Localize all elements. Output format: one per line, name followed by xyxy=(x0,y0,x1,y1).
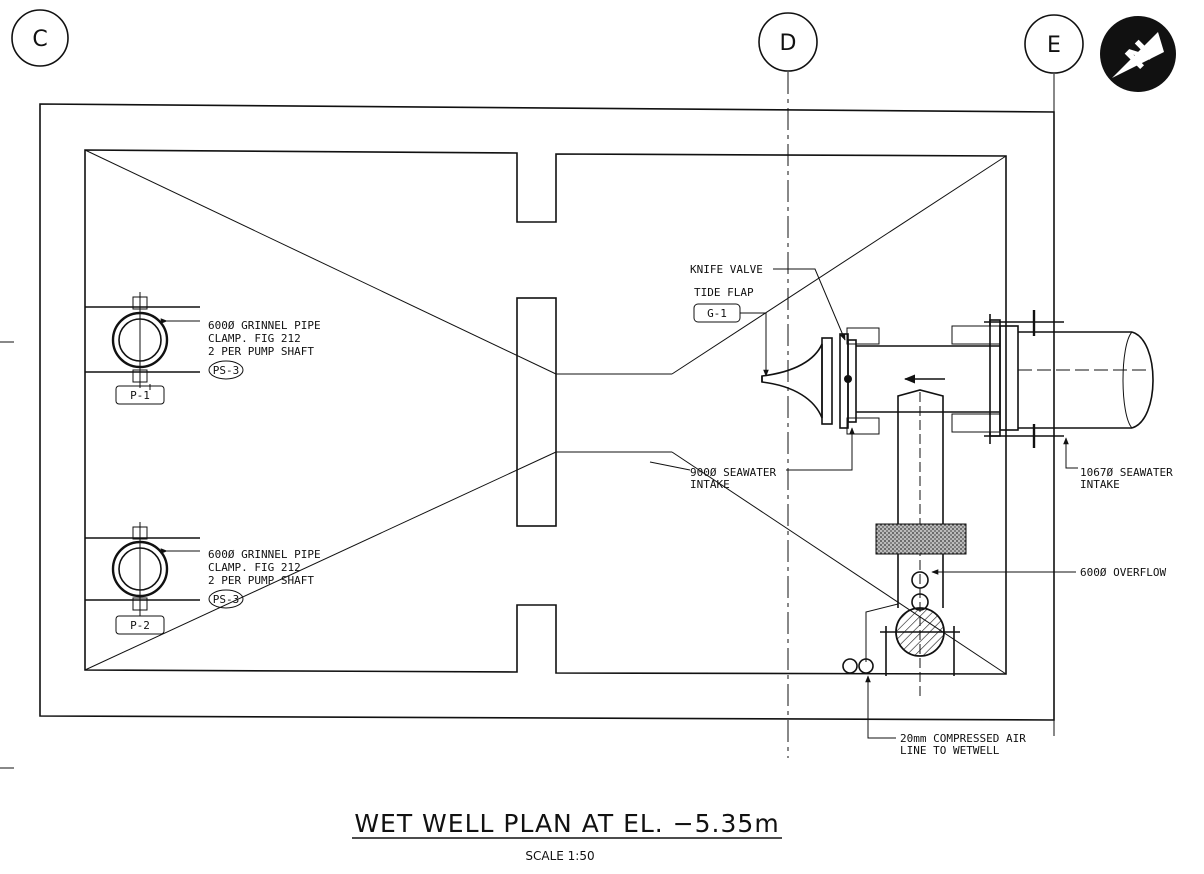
clamp1-tag-ellipse xyxy=(208,360,244,380)
pump-p1: P-1 xyxy=(85,292,200,405)
intake-pipe-1067 xyxy=(951,310,1154,448)
grid-label-d: D xyxy=(780,31,797,56)
overflow-label: 600Ø OVERFLOW xyxy=(1080,566,1166,579)
north-arrow-icon: N xyxy=(1100,16,1176,92)
pump-p2-tag-box xyxy=(115,615,165,635)
tide-flap-tag: G-1 xyxy=(707,307,727,320)
grid-label-c: C xyxy=(32,27,47,52)
clamp1-tag: PS-3 xyxy=(213,364,240,377)
overflow-assembly xyxy=(842,571,960,676)
grid-label-e: E xyxy=(1047,33,1061,58)
intake900-leader xyxy=(649,428,852,471)
baffle-wall xyxy=(516,297,557,527)
intake-pipe-900 xyxy=(761,327,1000,700)
pump-p1-tag-box xyxy=(115,385,165,405)
clamp2-tag: PS-3 xyxy=(213,593,240,606)
grid-line-d: D xyxy=(758,12,818,758)
clamp2-line2: CLAMP. FIG 212 xyxy=(208,561,301,574)
clamp2-line1: 600Ø GRINNEL PIPE xyxy=(208,548,321,561)
intake1067-leader xyxy=(1063,437,1078,469)
clamp1-line2: CLAMP. FIG 212 xyxy=(208,332,301,345)
intake900-line2: INTAKE xyxy=(690,478,730,491)
grid-line-c: C xyxy=(11,9,69,67)
intake900-line1: 900Ø SEAWATER xyxy=(690,466,776,479)
diagonal-slope-lines xyxy=(84,149,1007,675)
clamp1-line1: 600Ø GRINNEL PIPE xyxy=(208,319,321,332)
clamp1-line3: 2 PER PUMP SHAFT xyxy=(208,345,314,358)
knife-valve-label: KNIFE VALVE xyxy=(690,263,763,276)
air-line-label-2: LINE TO WETWELL xyxy=(900,744,1000,757)
air-line-label-1: 20mm COMPRESSED AIR xyxy=(900,732,1026,745)
clamp2-line3: 2 PER PUMP SHAFT xyxy=(208,574,314,587)
clamp2-tag-ellipse xyxy=(208,589,244,609)
intake1067-line1: 1067Ø SEAWATER xyxy=(1080,466,1173,479)
intake1067-line2: INTAKE xyxy=(1080,478,1120,491)
outer-wall xyxy=(39,103,1055,721)
drawing-scale: SCALE 1:50 xyxy=(525,849,594,863)
drawing-title: WET WELL PLAN AT EL. −5.35m xyxy=(354,809,779,838)
pump-p1-tag: P-1 xyxy=(130,389,150,402)
tide-flap-leader xyxy=(740,312,769,377)
pump-p2-tag: P-2 xyxy=(130,619,150,632)
knife-valve-leader xyxy=(773,268,846,341)
support-block xyxy=(875,523,967,555)
pump-p2: P-2 xyxy=(85,522,200,635)
tide-flap-label: TIDE FLAP xyxy=(694,286,754,299)
air-line-leader xyxy=(865,675,896,739)
